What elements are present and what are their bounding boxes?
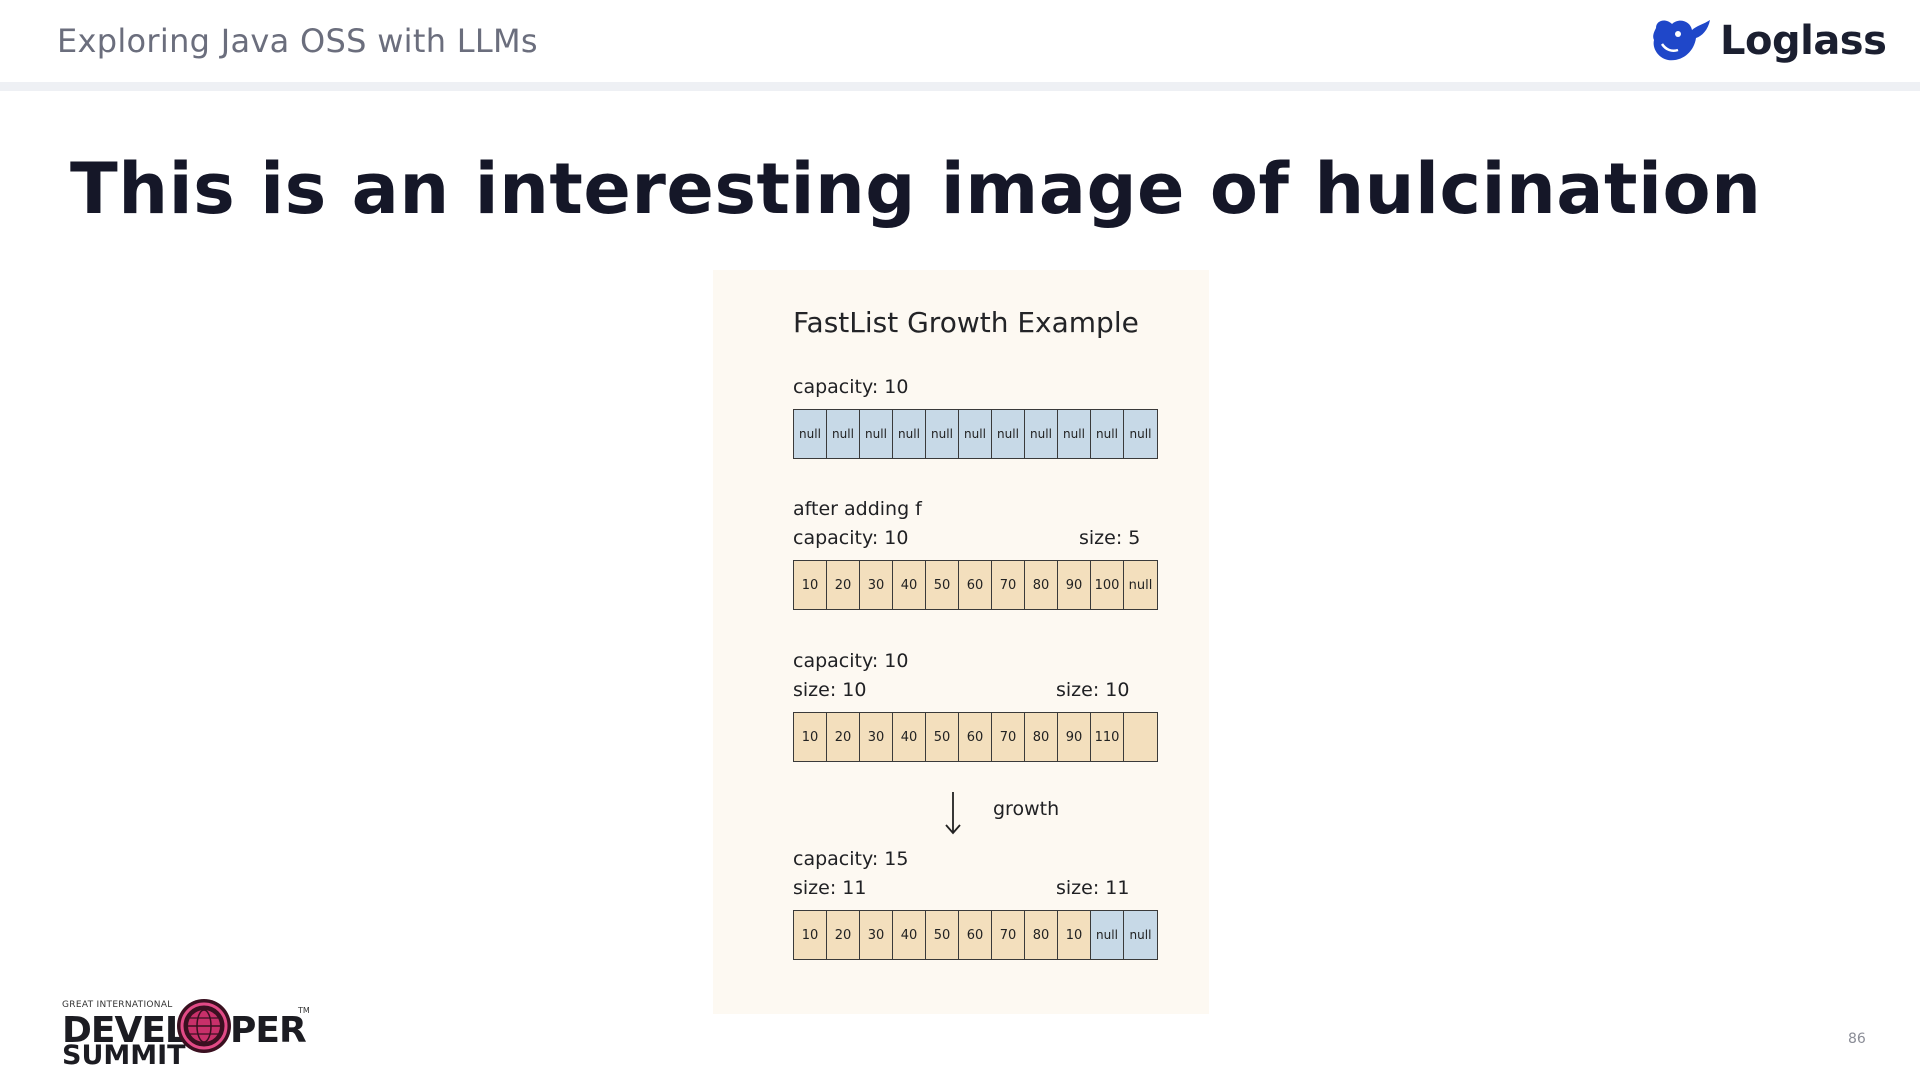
presentation-title: Exploring Java OSS with LLMs [57, 22, 538, 60]
section-2-size-label: size: 5 [1079, 527, 1141, 549]
array-cell: null [1124, 911, 1157, 959]
brand-logo: Loglass [1648, 14, 1887, 68]
array-cell: 70 [992, 713, 1025, 761]
array-cell: null [827, 410, 860, 458]
event-logo-word-per: PER [230, 1010, 307, 1051]
array-cell: null [893, 410, 926, 458]
array-cell: 70 [992, 561, 1025, 609]
page-number: 86 [1848, 1031, 1866, 1047]
event-logo-trademark: TM [298, 1006, 310, 1015]
array-cell: 70 [992, 911, 1025, 959]
array-cell: 40 [893, 713, 926, 761]
array-cell: 80 [1025, 911, 1058, 959]
array-cell: 10 [794, 911, 827, 959]
section-3-size-label-right: size: 10 [1056, 679, 1130, 701]
event-logo-word-summit: SUMMIT [62, 1040, 186, 1071]
array-cell: 50 [926, 911, 959, 959]
array-cell: 60 [959, 911, 992, 959]
brand-name: Loglass [1720, 18, 1887, 64]
array-cell: 30 [860, 713, 893, 761]
array-cell: 20 [827, 713, 860, 761]
array-cell: 40 [893, 911, 926, 959]
array-cell: null [860, 410, 893, 458]
array-cell: null [1124, 410, 1157, 458]
section-1-capacity-label: capacity: 10 [793, 376, 909, 398]
event-logo: GREAT INTERNATIONAL DEVEL PER TM SUMMIT [62, 996, 322, 1072]
diagram-title: FastList Growth Example [793, 306, 1139, 339]
array-cell: 20 [827, 911, 860, 959]
array-cell: 30 [860, 911, 893, 959]
slide-title: This is an interesting image of hulcinat… [70, 148, 1762, 230]
whale-logo-icon [1653, 20, 1710, 61]
array-cell: null [794, 410, 827, 458]
array-cell: 20 [827, 561, 860, 609]
array-cell: null [959, 410, 992, 458]
diagram-panel: FastList Growth Example capacity: 10 nul… [713, 270, 1209, 1014]
array-cell: 60 [959, 561, 992, 609]
array-cell: 90 [1058, 561, 1091, 609]
array-cell: 50 [926, 561, 959, 609]
down-arrow-icon [945, 792, 961, 835]
section-4-capacity-label: capacity: 15 [793, 848, 909, 870]
event-logo-word-devel: DEVEL [62, 1010, 188, 1051]
array-cell: 10 [794, 713, 827, 761]
section-4-size-label-right: size: 11 [1056, 877, 1130, 899]
array-cell: null [1091, 410, 1124, 458]
section-4-size-label-left: size: 11 [793, 877, 867, 899]
section-3-size-label-left: size: 10 [793, 679, 867, 701]
array-cell: null [1058, 410, 1091, 458]
array-cell: 90 [1058, 713, 1091, 761]
array-cell: null [1124, 561, 1157, 609]
section-3-capacity-label: capacity: 10 [793, 650, 909, 672]
section-2-note-label: after adding f [793, 498, 922, 520]
array-cell: 10 [794, 561, 827, 609]
globe-icon [177, 999, 231, 1053]
array-cell: 80 [1025, 561, 1058, 609]
array-cell: 110 [1091, 713, 1124, 761]
array-cell: 60 [959, 713, 992, 761]
array-cell: 100 [1091, 561, 1124, 609]
array-cell: 50 [926, 713, 959, 761]
array-cell: 10 [1058, 911, 1091, 959]
array-cell: null [1025, 410, 1058, 458]
section-2-capacity-label: capacity: 10 [793, 527, 909, 549]
event-logo-tagline: GREAT INTERNATIONAL [62, 1000, 173, 1010]
header-divider [0, 82, 1920, 91]
array-cell: null [926, 410, 959, 458]
array-cell: null [992, 410, 1025, 458]
array-cell [1124, 713, 1157, 761]
array-cell: null [1091, 911, 1124, 959]
growth-label: growth [993, 798, 1060, 820]
array-cell: 30 [860, 561, 893, 609]
array-cell: 40 [893, 561, 926, 609]
array-cell: 80 [1025, 713, 1058, 761]
